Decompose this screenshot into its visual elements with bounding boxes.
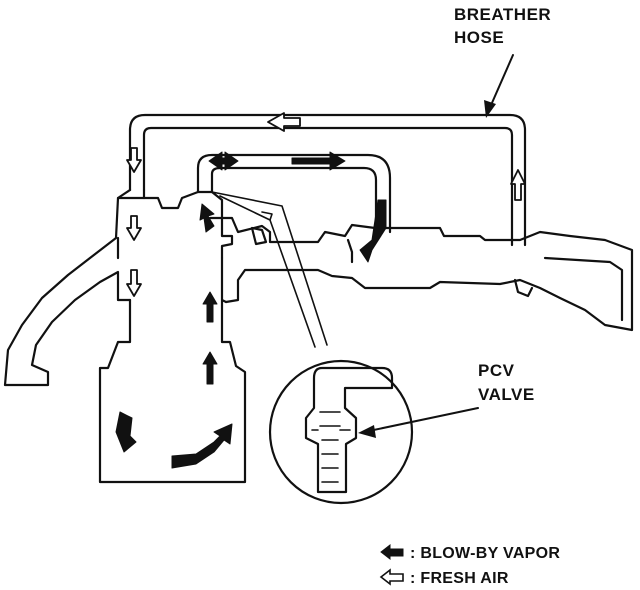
blowby-arrow-hose-2 — [208, 151, 223, 171]
breather-leader-line — [487, 54, 514, 113]
pcv-valve-detail — [211, 191, 414, 505]
pcv-valve-leader-line — [363, 407, 479, 433]
fresh-air-arrow-left-down-2 — [126, 215, 142, 241]
blowby-arrow-block-up-2 — [202, 351, 218, 385]
pcv-valve-label-line2: VALVE — [478, 385, 535, 404]
pcv-leader-arrowhead — [358, 425, 376, 438]
fresh-air-arrow-right-up — [510, 169, 526, 201]
intake-duct — [208, 216, 634, 332]
breather-hose — [128, 113, 527, 247]
blowby-arrow-crankcase-left — [115, 411, 137, 453]
breather-hose-label-line1: BREATHER — [454, 5, 551, 24]
blowby-arrow-into-intake — [359, 199, 387, 263]
legend-blowby-label: : BLOW-BY VAPOR — [410, 545, 560, 562]
legend-fresh-air-arrow-icon — [379, 568, 404, 586]
legend-blowby-arrow-icon — [380, 543, 404, 561]
pcv-valve-label-line1: PCV — [478, 361, 515, 380]
legend-fresh-air-label: : FRESH AIR — [410, 570, 509, 587]
breather-leader-arrowhead — [484, 100, 496, 118]
intake-port — [3, 188, 132, 387]
legend: : BLOW-BY VAPOR : FRESH AIR — [379, 543, 560, 587]
pcv-hose — [196, 153, 392, 234]
blowby-arrow-crankcase-right — [171, 423, 233, 469]
engine-block — [98, 256, 247, 484]
fresh-air-arrow-breather-top — [267, 112, 301, 132]
blowby-arrow-block-up-1 — [202, 291, 218, 323]
breather-hose-label-line2: HOSE — [454, 28, 504, 47]
blowby-arrow-hose-3 — [291, 151, 346, 171]
blowby-arrow-head-up — [199, 203, 215, 233]
fresh-air-arrow-left-down-1 — [126, 147, 142, 173]
fresh-air-arrow-left-down-3 — [126, 269, 142, 297]
